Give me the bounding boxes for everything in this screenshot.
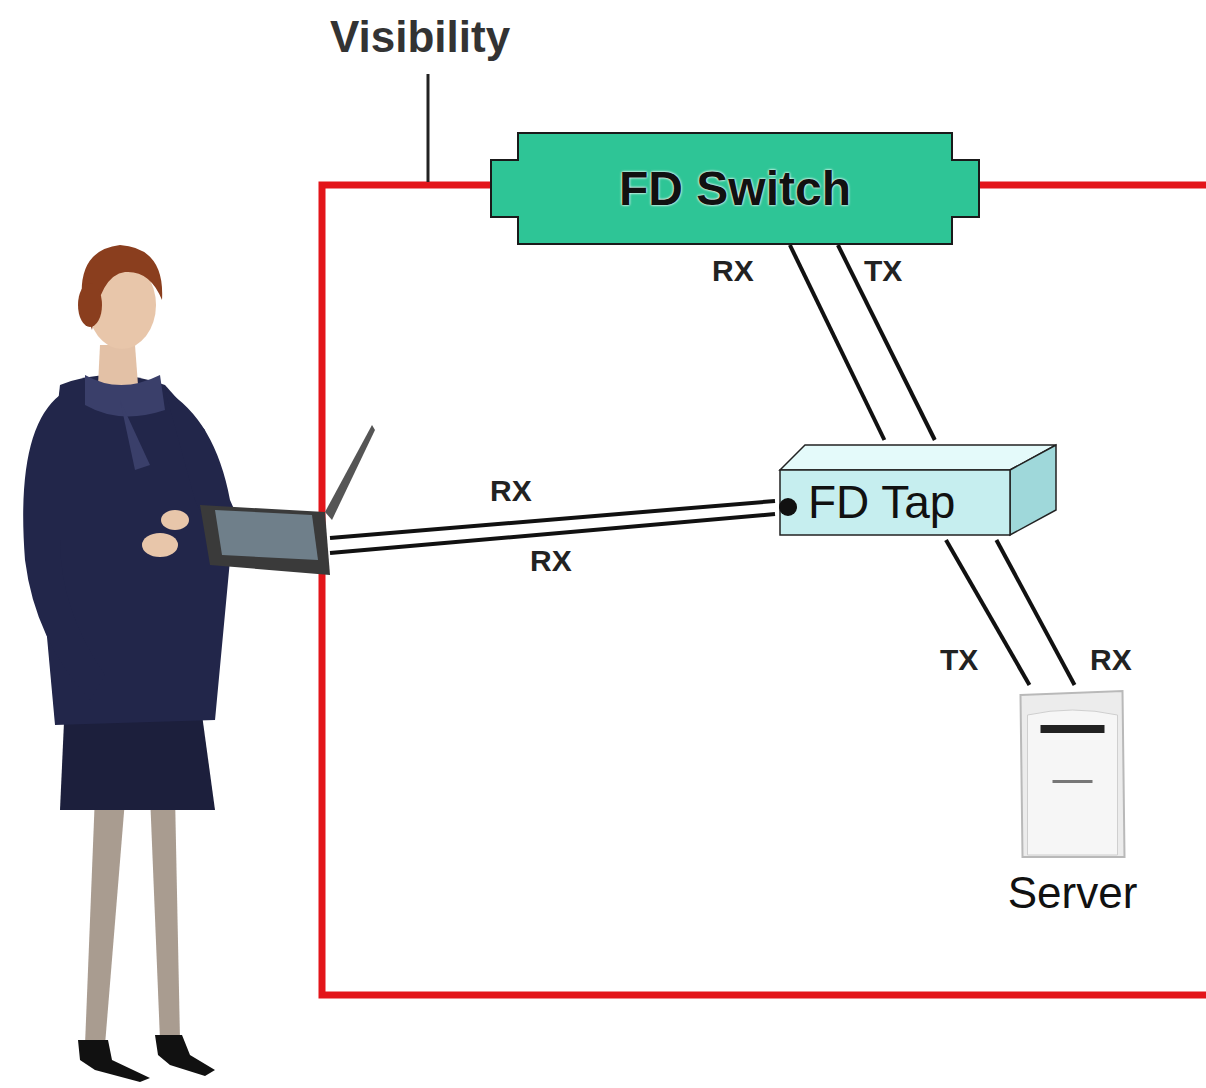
leader-line bbox=[427, 74, 430, 182]
woman-illustration bbox=[23, 245, 375, 1082]
visibility-region bbox=[322, 185, 1206, 995]
double-wire bbox=[790, 245, 935, 440]
region-title: Visibility bbox=[330, 12, 510, 62]
tap-box: FD Tap bbox=[778, 440, 1058, 540]
tap-side bbox=[1010, 445, 1056, 535]
node-label: FD Tap bbox=[808, 470, 955, 535]
server-tower bbox=[1021, 691, 1125, 857]
signal-name: RX bbox=[490, 474, 532, 508]
tap-front bbox=[780, 470, 1010, 535]
server-box: Server bbox=[970, 685, 1175, 925]
signal-name: TX bbox=[940, 643, 978, 677]
switch-outline bbox=[491, 133, 979, 244]
signal-name: TX bbox=[864, 254, 902, 288]
tap-port-dot bbox=[779, 498, 797, 516]
node-label: FD Switch bbox=[619, 161, 851, 216]
tap-top bbox=[780, 445, 1056, 470]
signal-name: RX bbox=[712, 254, 754, 288]
switch-box: FD Switch bbox=[490, 132, 980, 245]
signal-name: RX bbox=[530, 544, 572, 578]
signal-name: RX bbox=[1090, 643, 1132, 677]
node-label: Server bbox=[994, 861, 1152, 925]
